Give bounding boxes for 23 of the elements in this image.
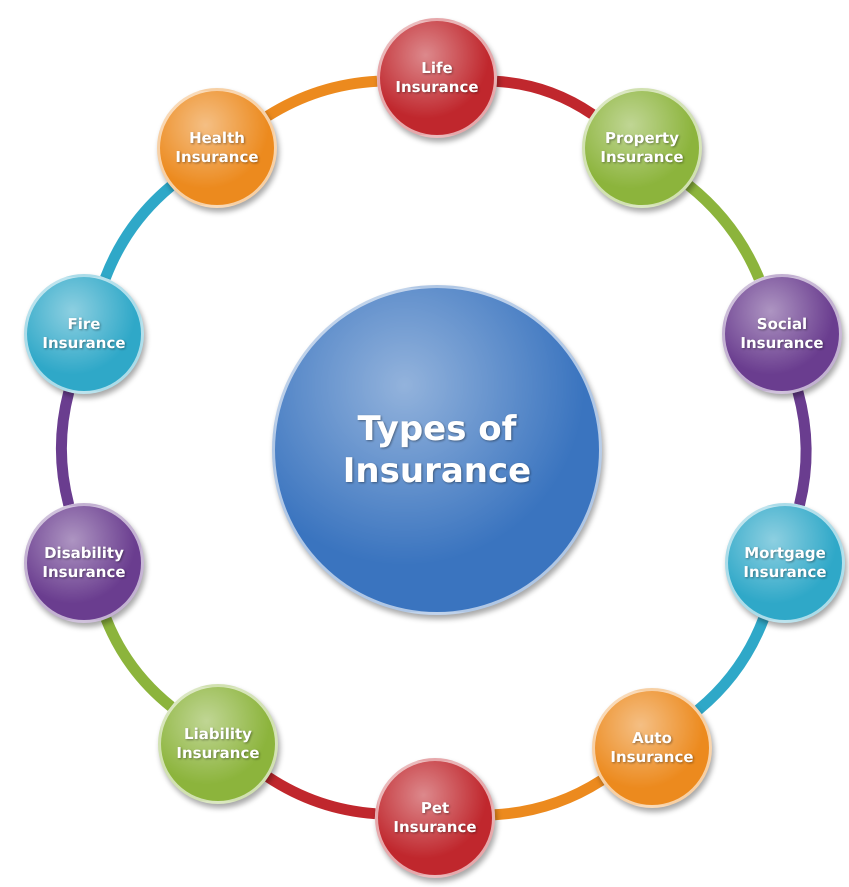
- category-label: Property Insurance: [599, 129, 685, 167]
- title-label: Types of Insurance: [342, 408, 532, 492]
- category-label: Social Insurance: [739, 315, 825, 353]
- connector-arc: [100, 616, 175, 711]
- category-label: Mortgage Insurance: [742, 544, 828, 582]
- category-label: Pet Insurance: [392, 799, 478, 837]
- category-label: Life Insurance: [394, 59, 480, 97]
- connector-arc: [792, 390, 812, 506]
- category-circle: [157, 88, 277, 208]
- connector-arc: [494, 776, 604, 820]
- category-label: Health Insurance: [174, 129, 260, 167]
- category-label: Disability Insurance: [41, 544, 127, 582]
- connector-arc: [56, 390, 74, 506]
- category-label: Auto Insurance: [609, 729, 695, 767]
- connector-arc: [496, 76, 596, 119]
- connector-arc: [694, 616, 769, 714]
- category-circle: [158, 684, 278, 804]
- connector-arc: [685, 181, 764, 281]
- connector-arc: [265, 772, 376, 820]
- connector-arc: [264, 76, 378, 121]
- category-label: Fire Insurance: [41, 315, 127, 353]
- connector-arc: [100, 182, 174, 280]
- category-label: Liability Insurance: [175, 725, 261, 763]
